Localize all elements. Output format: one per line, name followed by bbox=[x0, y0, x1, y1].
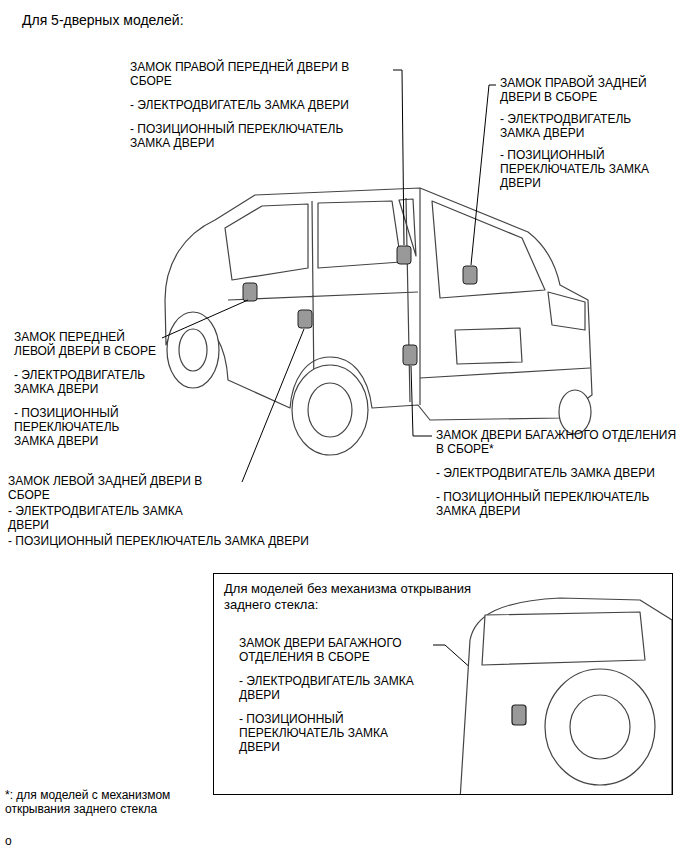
door-lock bbox=[298, 310, 312, 328]
callout-label: o bbox=[5, 834, 45, 848]
callout-label: - ЭЛЕКТРОДВИГАТЕЛЬ ЗАМКА ДВЕРИ bbox=[239, 674, 431, 702]
callout-label: - ПОЗИЦИОННЫЙ ПЕРЕКЛЮЧАТЕЛЬ ЗАМКА ДВЕРИ bbox=[436, 490, 681, 518]
callout-label: - ПОЗИЦИОННЫЙ ПЕРЕКЛЮЧАТЕЛЬ ЗАМКА ДВЕРИ bbox=[14, 406, 159, 448]
window bbox=[225, 204, 308, 280]
wheel bbox=[167, 312, 219, 388]
rear-glass bbox=[432, 201, 545, 298]
callout-label: ЗАМОК ЛЕВОЙ ЗАДНЕЙ ДВЕРИ В СБОРЕ bbox=[8, 474, 238, 502]
callout-label: ЗАМОК ДВЕРИ БАГАЖНОГО ОТДЕЛЕНИЯ В СБОРЕ bbox=[239, 636, 431, 664]
door-lock bbox=[397, 246, 411, 264]
door-lock bbox=[243, 283, 257, 301]
tail-lamp bbox=[548, 292, 585, 330]
leader-line bbox=[162, 300, 248, 338]
wheel bbox=[292, 365, 368, 455]
callout-label: ЗАМОК ДВЕРИ БАГАЖНОГО ОТДЕЛЕНИЯ В СБОРЕ* bbox=[436, 428, 681, 456]
callout-label: - ЭЛЕКТРОДВИГАТЕЛЬ ЗАМКА ДВЕРИ bbox=[130, 98, 385, 112]
callout-label: ЗАМОК ПРАВОЙ ПЕРЕДНЕЙ ДВЕРИ В СБОРЕ bbox=[130, 60, 385, 88]
window bbox=[318, 201, 401, 268]
callout-label: - ПОЗИЦИОННЫЙ ПЕРЕКЛЮЧАТЕЛЬ ЗАМКА ДВЕРИ bbox=[8, 534, 368, 548]
license-plate bbox=[455, 328, 522, 364]
wheel-rim bbox=[179, 329, 207, 371]
leader-line bbox=[242, 329, 304, 482]
car-rear bbox=[460, 598, 672, 794]
door-lock bbox=[403, 345, 417, 365]
callout-label: - ЭЛЕКТРОДВИГАТЕЛЬ ЗАМКА ДВЕРИ bbox=[14, 368, 159, 396]
inset-heading: Для моделей без механизма открывания зад… bbox=[224, 581, 486, 613]
door-lock bbox=[463, 266, 477, 284]
leader-line bbox=[471, 85, 496, 265]
wheel-rim bbox=[308, 383, 352, 437]
callout-label: - ПОЗИЦИОННЫЙ ПЕРЕКЛЮЧАТЕЛЬ ЗАМКА ДВЕРИ bbox=[130, 122, 385, 150]
leader-line bbox=[411, 366, 432, 436]
callout-label: - ЭЛЕКТРОДВИГАТЕЛЬ ЗАМКА ДВЕРИ bbox=[8, 504, 208, 532]
leader-line bbox=[393, 70, 404, 245]
door-lock bbox=[512, 705, 526, 725]
spare-tire-rim bbox=[570, 695, 630, 759]
footnote: *: для моделей с механизмом открывания з… bbox=[5, 788, 215, 816]
inset-panel: Для моделей без механизма открывания зад… bbox=[213, 573, 673, 795]
callout-label: - ПОЗИЦИОННЫЙ ПЕРЕКЛЮЧАТЕЛЬ ЗАМКА ДВЕРИ bbox=[500, 148, 660, 190]
diagram-title: Для 5-дверных моделей: bbox=[22, 12, 184, 29]
wheel bbox=[559, 390, 591, 434]
body-line bbox=[228, 188, 590, 405]
callout-label: - ПОЗИЦИОННЫЙ ПЕРЕКЛЮЧАТЕЛЬ ЗАМКА ДВЕРИ bbox=[239, 712, 431, 754]
callout-label: - ЭЛЕКТРОДВИГАТЕЛЬ ЗАМКА ДВЕРИ bbox=[500, 112, 660, 140]
rear-glass bbox=[482, 612, 645, 665]
car-body bbox=[165, 188, 592, 420]
spare-tire bbox=[545, 669, 655, 785]
callout-label: ЗАМОК ПРАВОЙ ЗАДНЕЙ ДВЕРИ В СБОРЕ bbox=[500, 76, 660, 104]
callout-label: ЗАМОК ПЕРЕДНЕЙ ЛЕВОЙ ДВЕРИ В СБОРЕ bbox=[14, 330, 159, 358]
callout-label: - ЭЛЕКТРОДВИГАТЕЛЬ ЗАМКА ДВЕРИ bbox=[436, 466, 681, 480]
